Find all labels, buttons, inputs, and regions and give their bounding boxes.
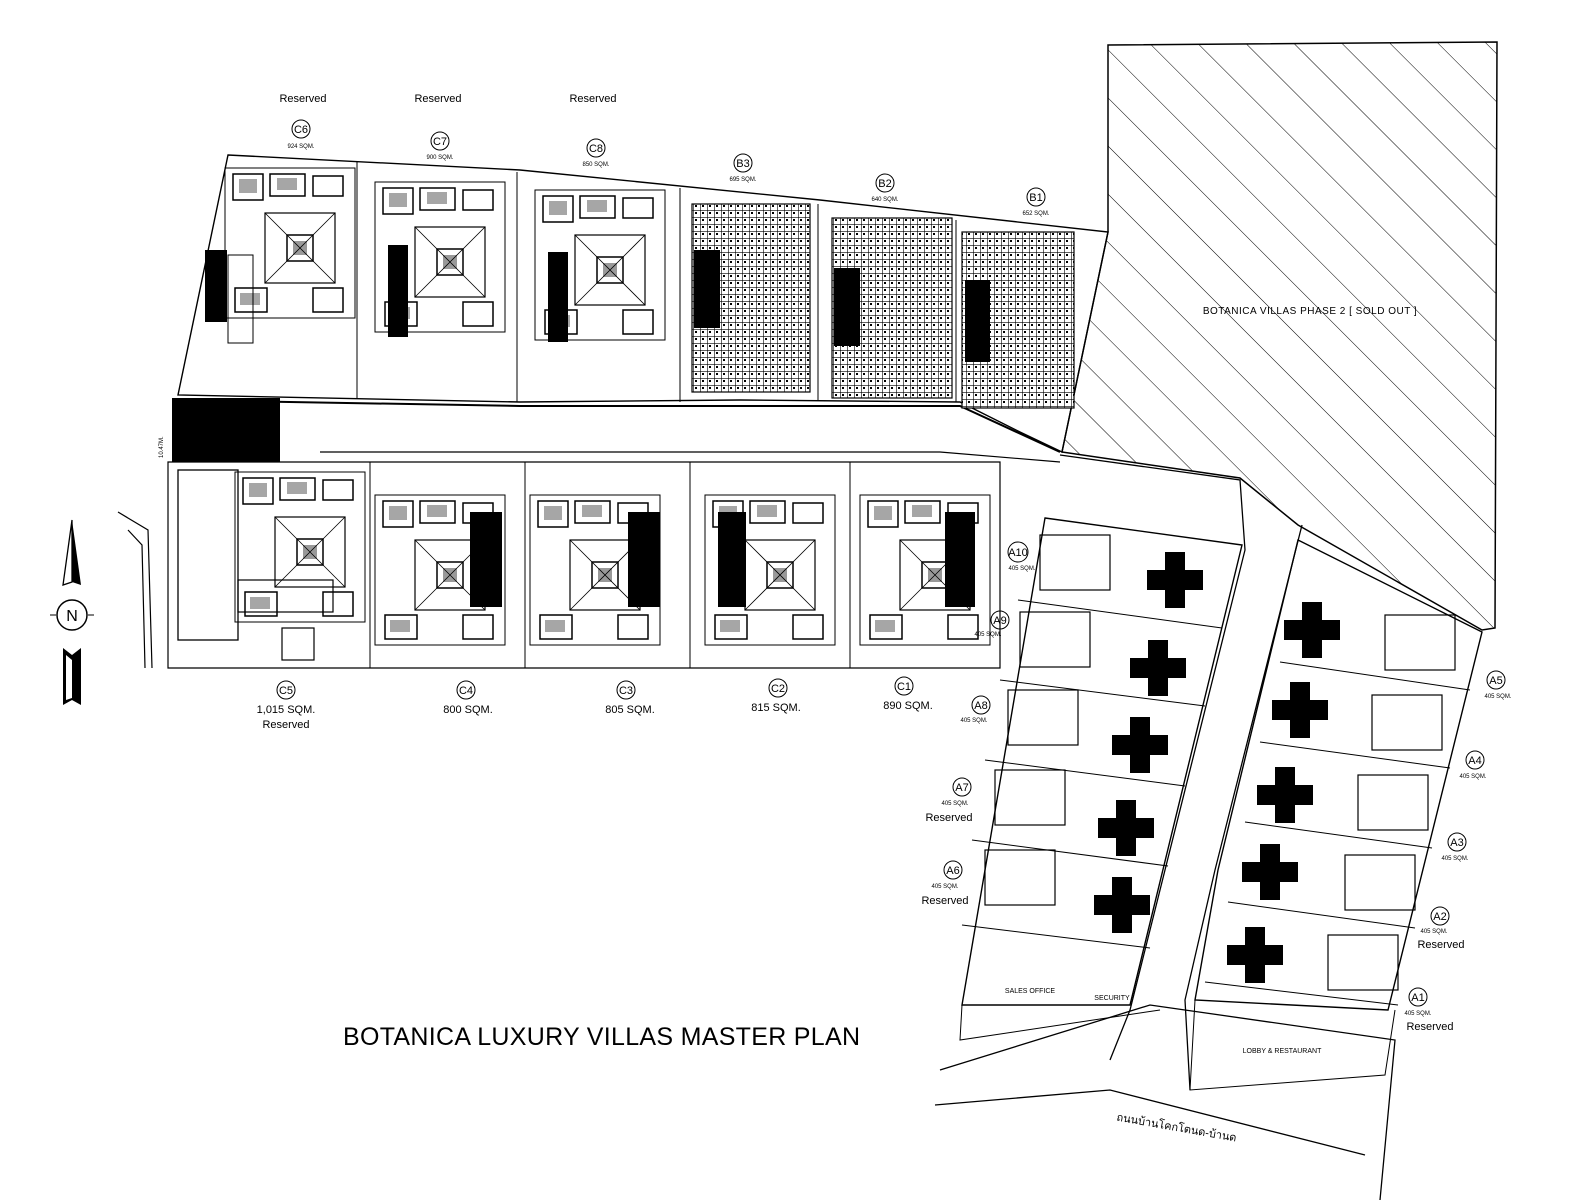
plot-id-a8: A8 [974, 700, 987, 712]
plot-area-a5: 405 SQM. [1484, 694, 1511, 700]
plot-id-a4: A4 [1468, 755, 1481, 767]
plot-id-a2: A2 [1433, 911, 1446, 923]
plot-id-c6: C6 [294, 124, 308, 136]
villa-c5-footprint [177, 469, 366, 661]
middle-row-boundary [167, 461, 1001, 669]
plot-id-c7: C7 [433, 136, 447, 148]
plot-id-c8: C8 [589, 143, 603, 155]
plot-area-c8: 850 SQM. [582, 162, 609, 168]
road-label: ถนนบ้านโคกโตนด-บ้านด [1116, 1110, 1238, 1145]
plot-status-a6: Reserved [921, 895, 968, 907]
plot-area-b3: 695 SQM. [729, 177, 756, 183]
villa-c1-footprint [859, 494, 991, 646]
plot-area-c1: 890 SQM. [883, 700, 933, 712]
plan-title: BOTANICA LUXURY VILLAS MASTER PLAN [343, 1023, 860, 1051]
plot-area-a7: 405 SQM. [941, 801, 968, 807]
plot-area-a10: 405 SQM. [1008, 566, 1035, 572]
plot-status-a1: Reserved [1406, 1021, 1453, 1033]
plot-id-a10: A10 [1008, 547, 1028, 559]
reserved-c6: Reserved [279, 93, 326, 105]
reserved-c8: Reserved [569, 93, 616, 105]
plot-id-c4: C4 [459, 685, 473, 697]
plot-area-b1: 652 SQM. [1022, 211, 1049, 217]
sales-office-label: SALES OFFICE [1005, 988, 1056, 995]
plot-area-a1: 405 SQM. [1404, 1011, 1431, 1017]
plot-id-c2: C2 [771, 683, 785, 695]
villa-b1-footprint [961, 231, 1075, 409]
top-row-boundary [177, 154, 1109, 454]
plot-area-a2: 405 SQM. [1420, 929, 1447, 935]
plot-area-a9: 405 SQM. [974, 632, 1001, 638]
plot-area-a8: 405 SQM. [960, 718, 987, 724]
plot-id-a5: A5 [1489, 675, 1502, 687]
plot-area-a4: 405 SQM. [1459, 774, 1486, 780]
plot-status-c5: Reserved [262, 719, 309, 731]
plot-area-c4: 800 SQM. [443, 704, 493, 716]
security-label: SECURITY [1094, 995, 1130, 1002]
villa-c7-footprint [374, 181, 506, 337]
a-block-right [1194, 538, 1483, 1011]
phase2-label: BOTANICA VILLAS PHASE 2 [ SOLD OUT ] [1203, 306, 1417, 317]
plot-id-b1: B1 [1029, 192, 1042, 204]
plot-area-a3: 405 SQM. [1441, 856, 1468, 862]
road-width-label: 10.47M. [159, 436, 165, 458]
villa-b2-footprint [831, 217, 953, 399]
plot-id-a9: A9 [993, 615, 1006, 627]
plot-area-b2: 640 SQM. [871, 197, 898, 203]
villa-c4-footprint [374, 494, 506, 646]
plot-area-c7: 900 SQM. [426, 155, 453, 161]
lobby-label: LOBBY & RESTAURANT [1243, 1048, 1322, 1055]
plot-id-c3: C3 [619, 685, 633, 697]
plot-area-c6: 924 SQM. [287, 144, 314, 150]
entrance-block [172, 398, 280, 462]
plot-area-c2: 815 SQM. [751, 702, 801, 714]
a-block-left [961, 517, 1243, 1006]
plot-id-a6: A6 [946, 865, 959, 877]
plot-status-a7: Reserved [925, 812, 972, 824]
plot-id-a7: A7 [955, 782, 968, 794]
villa-c8-footprint [534, 189, 666, 342]
plot-id-b2: B2 [878, 178, 891, 190]
plot-id-b3: B3 [736, 158, 749, 170]
plot-area-c5: 1,015 SQM. [257, 704, 316, 716]
north-label: N [66, 608, 78, 625]
phase2-hatched-area [1061, 41, 1498, 631]
villa-b3-footprint [691, 203, 811, 393]
plot-id-c5: C5 [279, 685, 293, 697]
plot-id-a1: A1 [1411, 992, 1424, 1004]
plot-id-c1: C1 [897, 681, 911, 693]
plot-id-a3: A3 [1450, 837, 1463, 849]
plot-area-c3: 805 SQM. [605, 704, 655, 716]
reserved-c7: Reserved [414, 93, 461, 105]
plot-status-a2: Reserved [1417, 939, 1464, 951]
villa-c2-footprint [704, 494, 836, 646]
villa-c3-footprint [529, 494, 661, 646]
north-arrow-icon [50, 519, 94, 705]
plot-area-a6: 405 SQM. [931, 884, 958, 890]
villa-c6-footprint [205, 167, 356, 344]
